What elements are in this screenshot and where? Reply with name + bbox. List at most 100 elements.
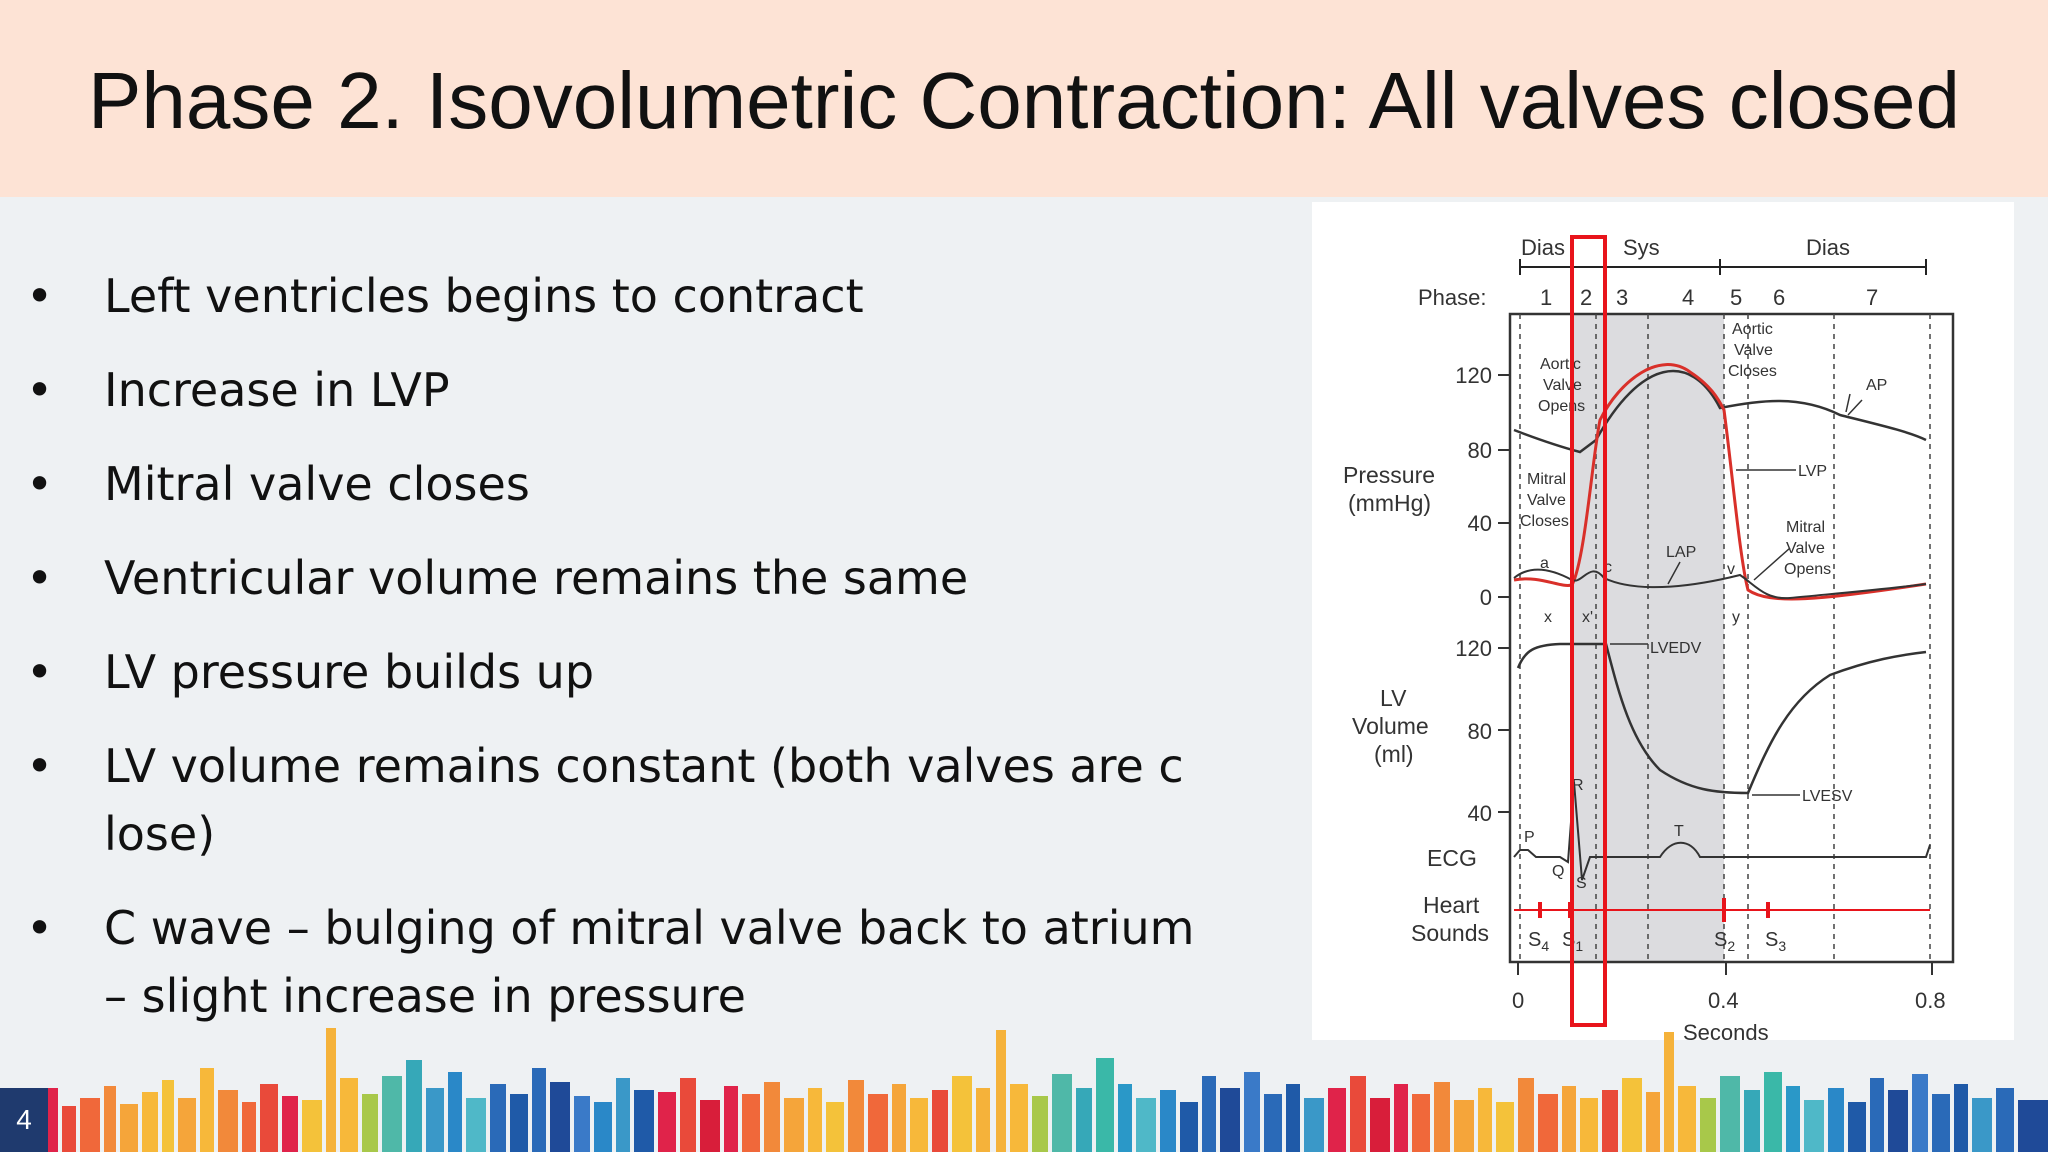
svg-text:Valve: Valve [1786, 540, 1825, 557]
svg-text:Opens: Opens [1784, 561, 1831, 578]
svg-text:3: 3 [1616, 285, 1628, 310]
svg-text:Valve: Valve [1543, 377, 1582, 394]
lv-volume-curve [1516, 642, 1927, 795]
ecg-label: ECG [1427, 845, 1477, 871]
heart-sounds-label: Heart [1423, 892, 1480, 918]
bullet-dot: • [26, 363, 54, 417]
svg-text:c: c [1604, 559, 1612, 576]
pressure-unit: (mmHg) [1348, 490, 1431, 516]
svg-text:LVEDV: LVEDV [1650, 640, 1702, 657]
ecg-trace [1513, 781, 1931, 881]
svg-text:LAP: LAP [1666, 544, 1696, 561]
svg-text:0: 0 [1480, 585, 1492, 610]
bullet-list: • Left ventricles begins to contract • Inc… [26, 262, 1296, 1056]
x-tick-0: 0 [1512, 988, 1524, 1013]
bullet-dot: • [26, 457, 54, 511]
annotation-arrows [1610, 393, 1863, 796]
bullet-text-continued: lose) [104, 807, 216, 861]
svg-text:y: y [1732, 609, 1740, 626]
bullet-dot: • [26, 269, 54, 323]
svg-text:P: P [1524, 829, 1535, 846]
volume-ticks: 120 80 40 [1455, 636, 1492, 826]
svg-text:a: a [1540, 555, 1549, 572]
phase-2-highlight-box [1570, 235, 1607, 1027]
svg-text:Valve: Valve [1527, 492, 1566, 509]
bullet-item: • Increase in LVP [26, 356, 1296, 424]
svg-text:Aortic: Aortic [1732, 321, 1773, 338]
bullet-text: LV pressure builds up [104, 645, 595, 699]
x-tick-0.4: 0.4 [1708, 988, 1739, 1013]
svg-text:Mitral: Mitral [1786, 519, 1825, 536]
svg-text:80: 80 [1468, 438, 1492, 463]
x-tick-0.8: 0.8 [1915, 988, 1946, 1013]
pressure-label: Pressure [1343, 462, 1435, 488]
svg-text:80: 80 [1468, 719, 1492, 744]
bullet-item: • C wave – bulging of mitral valve back t… [26, 894, 1296, 1030]
svg-text:120: 120 [1455, 363, 1492, 388]
heart-sound-labels: S4 S1 S2 S3 [1528, 929, 1786, 954]
svg-text:S4: S4 [1528, 929, 1549, 954]
bullet-text: Ventricular volume remains the same [104, 551, 969, 605]
volume-unit: (ml) [1374, 741, 1414, 767]
bullet-text: Increase in LVP [104, 363, 450, 417]
bullet-text-continued: – slight increase in pressure [104, 969, 746, 1023]
title-banner [0, 0, 2048, 197]
slide-title: Phase 2. Isovolumetric Contraction: All … [88, 56, 1960, 145]
svg-text:Opens: Opens [1538, 398, 1585, 415]
bullet-text: LV volume remains constant (both valves … [104, 739, 1184, 793]
plot-frame [1508, 312, 1955, 964]
svg-text:x': x' [1582, 609, 1593, 626]
svg-text:Valve: Valve [1734, 342, 1773, 359]
svg-text:Aortic: Aortic [1540, 356, 1581, 373]
svg-text:120: 120 [1455, 636, 1492, 661]
heart-sounds-label-2: Sounds [1411, 920, 1489, 946]
x-axis-label: Seconds [1683, 1020, 1769, 1040]
bullet-item: •Mitral valve closes [26, 450, 1296, 518]
bullet-dot: • [26, 901, 54, 955]
volume-label-2: Volume [1352, 713, 1429, 739]
cycle-arrows [1519, 259, 1927, 275]
svg-text:40: 40 [1468, 511, 1492, 536]
label-sys: Sys [1623, 235, 1660, 260]
svg-text:AP: AP [1866, 377, 1887, 394]
lv-pressure-curve [1513, 363, 1927, 601]
pressure-tick-marks [1498, 374, 1510, 813]
svg-text:Closes: Closes [1520, 513, 1569, 530]
svg-text:Q: Q [1552, 863, 1564, 880]
svg-text:6: 6 [1773, 285, 1785, 310]
label-dias-1: Dias [1521, 235, 1565, 260]
svg-text:x: x [1544, 609, 1552, 626]
aortic-pressure-curve [1513, 369, 1927, 454]
svg-text:7: 7 [1866, 285, 1878, 310]
bullet-text: Left ventricles begins to contract [104, 269, 864, 323]
page-number: 4 [0, 1088, 48, 1152]
svg-text:S: S [1576, 875, 1587, 892]
bullet-dot: • [26, 645, 54, 699]
phase-label: Phase: [1418, 285, 1487, 310]
label-dias-2: Dias [1806, 235, 1850, 260]
svg-text:LVESV: LVESV [1802, 788, 1853, 805]
svg-text:4: 4 [1682, 285, 1694, 310]
svg-text:Closes: Closes [1728, 363, 1777, 380]
pressure-ticks: 120 80 40 0 [1455, 363, 1492, 610]
bullet-item: •Ventricular volume remains the same [26, 544, 1296, 612]
skyline-buildings [40, 1028, 2048, 1152]
svg-text:R: R [1572, 777, 1584, 794]
svg-text:Mitral: Mitral [1527, 471, 1566, 488]
svg-text:T: T [1674, 823, 1684, 840]
skyline-decoration [40, 1028, 2048, 1152]
svg-text:S2: S2 [1714, 929, 1735, 954]
bullet-item: • LV volume remains constant (both valves… [26, 732, 1296, 868]
bullet-dot: • [26, 739, 54, 793]
bullet-item: • LV pressure builds up [26, 638, 1296, 706]
volume-label: LV [1380, 685, 1407, 711]
svg-text:S3: S3 [1765, 929, 1786, 954]
svg-text:40: 40 [1468, 801, 1492, 826]
svg-text:v: v [1727, 561, 1735, 578]
bullet-text: C wave – bulging of mitral valve back to… [104, 901, 1195, 955]
svg-text:2: 2 [1580, 285, 1592, 310]
bullet-item: • Left ventricles begins to contract [26, 262, 1296, 330]
